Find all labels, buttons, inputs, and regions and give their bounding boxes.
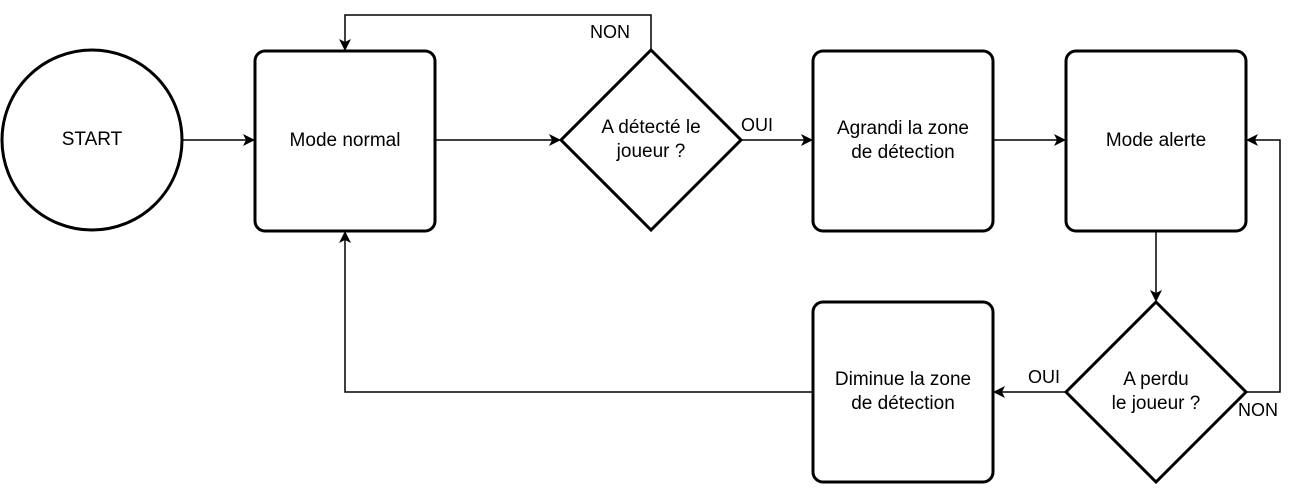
decision-lost-label: A perdu le joueur ? (1111, 369, 1201, 414)
edge-diminue-to-normal (339, 231, 813, 393)
edge-lost-no-to-alerte (1246, 134, 1281, 393)
edge-detected-no-to-normal (339, 14, 652, 51)
edge-label-detected-yes: OUI (741, 115, 774, 135)
mode-alerte-label: Mode alerte (1105, 130, 1207, 151)
decision-lost-node-shape (1063, 299, 1249, 485)
edge-label-lost-yes: OUI (1028, 367, 1061, 387)
edge-label-lost-no: NON (1238, 400, 1278, 420)
diminue-label: Diminue la zone de détection (834, 369, 972, 414)
agrandi-label: Agrandi la zone de détection (836, 118, 970, 163)
agrandi-node-shape (811, 49, 995, 233)
decision-detected-node-shape (558, 47, 744, 233)
mode-normal-label: Mode normal (289, 130, 401, 151)
decision-detected-label: A détecté le joueur ? (601, 117, 701, 162)
start-label: START (61, 129, 123, 150)
edge-label-detected-no: NON (590, 22, 630, 42)
